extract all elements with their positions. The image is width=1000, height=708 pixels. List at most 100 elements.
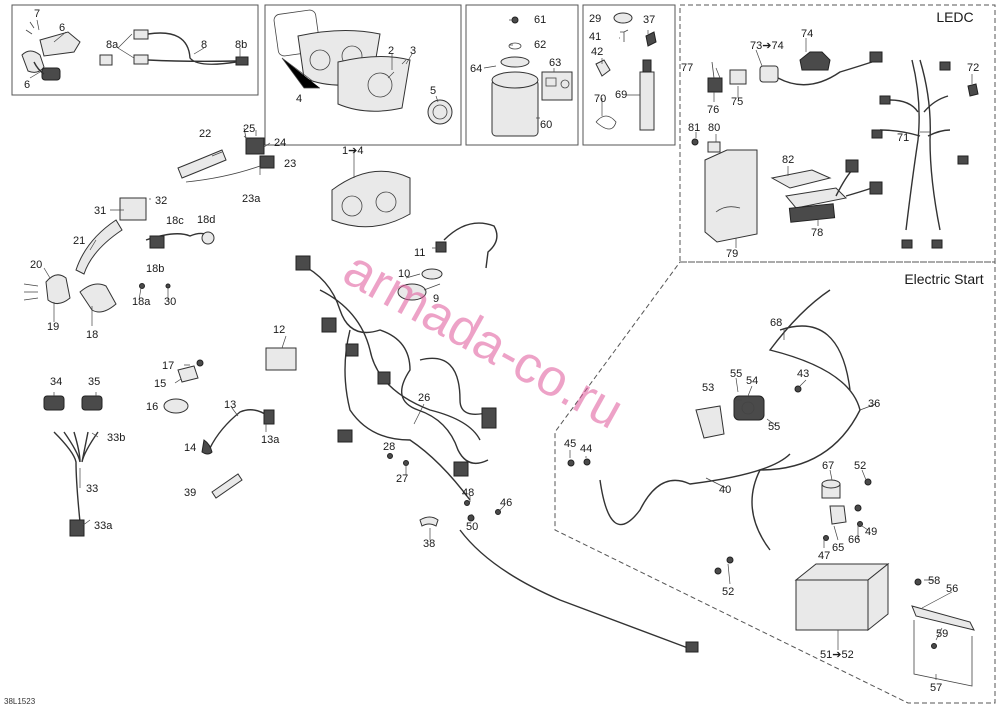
label-part-45: 45 — [564, 438, 576, 450]
label-part-60: 60 — [540, 119, 552, 131]
label-part-63: 63 — [549, 57, 561, 69]
leader-lines — [29, 19, 973, 680]
label-part-27: 27 — [396, 473, 408, 485]
label-part-10: 10 — [398, 268, 410, 280]
label-part-31: 31 — [94, 205, 106, 217]
label-part-17: 17 — [162, 360, 174, 372]
label-part-18c: 18c — [166, 215, 184, 227]
label-part-12: 12 — [273, 324, 285, 336]
label-part-42: 42 — [591, 46, 603, 58]
main-assembly — [265, 170, 699, 653]
label-part-8: 8 — [201, 39, 207, 51]
label-part-37: 37 — [643, 14, 655, 26]
label-part-1-4: 1➔4 — [342, 145, 363, 157]
label-part-74: 74 — [801, 28, 813, 40]
label-part-2: 2 — [388, 45, 394, 57]
box-misc-group — [582, 4, 676, 146]
label-part-57: 57 — [930, 682, 942, 694]
label-part-59: 59 — [936, 628, 948, 640]
drawing-code: 38L1523 — [4, 697, 36, 706]
label-part-44: 44 — [580, 443, 592, 455]
label-part-40: 40 — [719, 484, 731, 496]
label-part-18: 18 — [86, 329, 98, 341]
label-part-73-74: 73➔74 — [750, 40, 784, 52]
label-part-15: 15 — [154, 378, 166, 390]
box-gauge-group — [264, 4, 462, 146]
label-part-24: 24 — [274, 137, 286, 149]
section-title-ledc: LEDC — [936, 9, 973, 25]
label-part-36: 36 — [868, 398, 880, 410]
label-part-16: 16 — [146, 401, 158, 413]
label-part-18a: 18a — [132, 296, 151, 308]
label-part-72: 72 — [967, 62, 979, 74]
label-part-65: 65 — [832, 542, 844, 554]
label-part-38: 38 — [423, 538, 435, 550]
label-part-61: 61 — [534, 14, 546, 26]
label-part-55-top: 55 — [730, 368, 742, 380]
label-part-66: 66 — [848, 534, 860, 546]
label-part-13: 13 — [224, 399, 236, 411]
left-parts — [23, 127, 275, 537]
label-part-22: 22 — [199, 128, 211, 140]
label-part-4: 4 — [296, 93, 302, 105]
label-part-20: 20 — [30, 259, 42, 271]
label-part-76: 76 — [707, 104, 719, 116]
label-part-39: 39 — [184, 487, 196, 499]
label-part-30: 30 — [164, 296, 176, 308]
label-part-46: 46 — [500, 497, 512, 509]
label-part-19: 19 — [47, 321, 59, 333]
label-part-6-top: 6 — [59, 22, 65, 34]
label-part-33b: 33b — [107, 432, 125, 444]
label-part-53: 53 — [702, 382, 714, 394]
label-part-18b: 18b — [146, 263, 164, 275]
label-part-81: 81 — [688, 122, 700, 134]
label-part-21: 21 — [73, 235, 85, 247]
label-part-26: 26 — [418, 392, 430, 404]
label-part-7: 7 — [34, 8, 40, 20]
label-part-52-bottom: 52 — [722, 586, 734, 598]
label-part-64: 64 — [470, 63, 482, 75]
label-part-3: 3 — [410, 45, 416, 57]
label-part-56: 56 — [946, 583, 958, 595]
label-part-9: 9 — [433, 293, 439, 305]
label-part-55-bottom: 55 — [768, 421, 780, 433]
label-part-71: 71 — [897, 132, 909, 144]
label-part-79: 79 — [726, 248, 738, 260]
label-part-49: 49 — [865, 526, 877, 538]
label-part-47: 47 — [818, 550, 830, 562]
part-labels: 7 6 6 8a 8 8b 4 2 3 5 61 62 64 63 60 29 … — [24, 8, 979, 694]
label-part-50: 50 — [466, 521, 478, 533]
label-part-18d: 18d — [197, 214, 215, 226]
label-part-29: 29 — [589, 13, 601, 25]
label-part-25: 25 — [243, 123, 255, 135]
label-part-80: 80 — [708, 122, 720, 134]
label-part-58: 58 — [928, 575, 940, 587]
box-oil-group — [465, 4, 579, 146]
label-part-78: 78 — [811, 227, 823, 239]
label-part-11: 11 — [414, 247, 425, 259]
label-part-75: 75 — [731, 96, 743, 108]
region-electric-start: Electric Start — [554, 261, 996, 704]
label-part-52-top: 52 — [854, 460, 866, 472]
label-part-23a: 23a — [242, 193, 261, 205]
label-part-14: 14 — [184, 442, 196, 454]
label-part-51-52: 51➔52 — [820, 649, 854, 661]
label-part-41: 41 — [589, 31, 601, 43]
section-title-electric-start: Electric Start — [904, 271, 983, 287]
label-part-5: 5 — [430, 85, 436, 97]
label-part-23: 23 — [284, 158, 296, 170]
label-part-68: 68 — [770, 317, 782, 329]
box-switch-group — [11, 4, 259, 96]
label-part-69: 69 — [615, 89, 627, 101]
label-part-34: 34 — [50, 376, 62, 388]
label-part-33: 33 — [86, 483, 98, 495]
label-part-62: 62 — [534, 39, 546, 51]
label-part-6-bottom: 6 — [24, 79, 30, 91]
label-part-70: 70 — [594, 93, 606, 105]
label-part-28: 28 — [383, 441, 395, 453]
label-part-67: 67 — [822, 460, 834, 472]
label-part-77: 77 — [681, 62, 693, 74]
label-part-35: 35 — [88, 376, 100, 388]
label-part-32: 32 — [155, 195, 167, 207]
